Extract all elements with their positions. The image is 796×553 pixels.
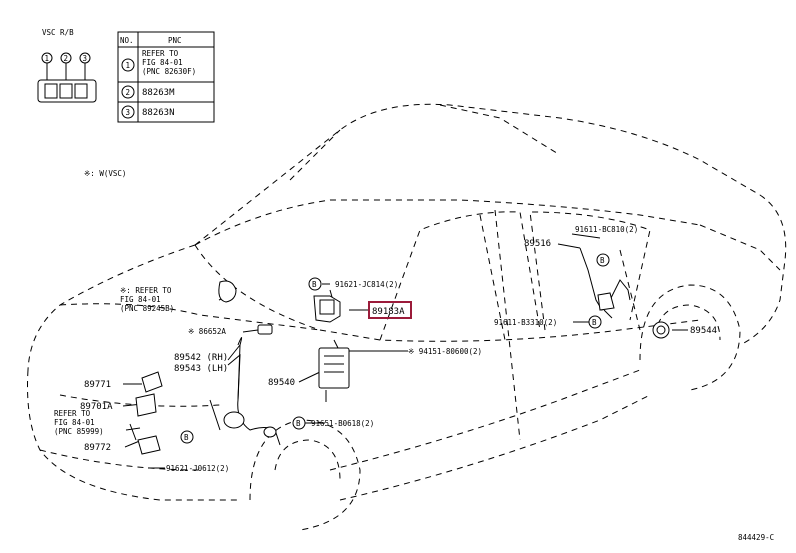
part-89540-ecu [318, 347, 350, 389]
text-line: FIG 84-01 [54, 418, 95, 427]
label-89543[interactable]: 89543 (LH) [174, 364, 228, 374]
part-89701a [135, 393, 157, 417]
table-row-3-no: 3 [126, 108, 131, 117]
text-line: (PNC 82630F) [142, 67, 196, 76]
part-86652a [257, 324, 273, 335]
table-row-2-text: 88263M [142, 88, 175, 98]
label-89701a[interactable]: 89701A [80, 402, 113, 412]
part-89542-sensor [223, 411, 245, 429]
table-frame [117, 31, 215, 123]
label-94151: ※ 94151-80600(2) [408, 347, 482, 356]
callout-b-4: B [600, 256, 605, 265]
connector-pin-3: 3 [83, 54, 88, 63]
table-header-no: NO. [120, 36, 134, 45]
label-89544[interactable]: 89544 [690, 326, 717, 336]
text-line: FIG 84-01 [120, 295, 161, 304]
leader-lines [122, 233, 688, 469]
table-header-pnc: PNC [168, 36, 182, 45]
callout-b-2: B [296, 419, 301, 428]
label-89516[interactable]: 89516 [524, 239, 551, 249]
text-line: (PNC 89245B) [120, 304, 174, 313]
label-91651-b0618: 91651-B0618(2) [311, 419, 374, 428]
connector-cell-1 [44, 83, 58, 99]
text-line: FIG 84-01 [142, 58, 183, 67]
part-89245b-sensor [218, 280, 237, 303]
connector-cell-2 [59, 83, 73, 99]
label-91621-j0612: 91621-J0612(2) [166, 464, 229, 473]
table-row-3-text: 88263N [142, 108, 175, 118]
label-89771[interactable]: 89771 [84, 380, 111, 390]
label-89542[interactable]: 89542 (RH) [174, 353, 228, 363]
connector-group: VSC R/B 1 2 3 [37, 28, 97, 103]
car-outline [27, 103, 787, 531]
label-86652a: ※ 86652A [188, 327, 226, 336]
label-91621-jc814: 91621-JC814(2) [335, 280, 398, 289]
callout-b-5: B [592, 318, 597, 327]
label-89183a[interactable]: 89183A [372, 307, 405, 317]
label-89772[interactable]: 89772 [84, 443, 111, 453]
connector-pin-2: 2 [64, 54, 69, 63]
label-91611-bc810: 91611-BC810(2) [575, 225, 638, 234]
part-bracket-front [125, 423, 141, 441]
parts-drawings [125, 247, 670, 455]
table-row-1-no: 1 [126, 61, 131, 70]
figure-number: 844429-C [738, 533, 774, 542]
part-89516-sensor [597, 292, 615, 311]
connector-title: VSC R/B [42, 28, 74, 37]
connector-leaders [46, 63, 86, 80]
highlight-box-89183a [368, 301, 412, 319]
text-line: (PNC 85999) [54, 427, 104, 436]
table-row-2-no: 2 [126, 88, 131, 97]
callout-b-1: B [312, 280, 317, 289]
part-89772 [137, 435, 161, 455]
label-91611-b3310: 91611-B3310(2) [494, 318, 557, 327]
text-line: REFER TO [54, 409, 91, 418]
callouts-b: B B B B B [180, 253, 610, 444]
connector-cell-3 [74, 83, 88, 99]
callout-b-3: B [184, 433, 189, 442]
note-w-vsc: ※: W(VSC) [84, 169, 126, 178]
part-89183a-body [319, 299, 335, 315]
part-89771 [141, 371, 163, 393]
text-line: ※: REFER TO [120, 286, 172, 295]
text-line: REFER TO [142, 49, 179, 58]
label-89540[interactable]: 89540 [268, 378, 295, 388]
connector-pin-1: 1 [45, 54, 50, 63]
